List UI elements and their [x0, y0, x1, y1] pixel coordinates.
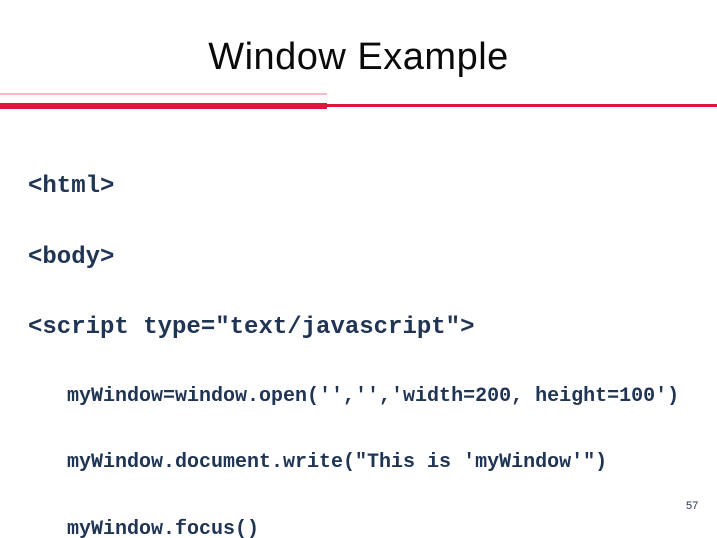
code-block: <html> <body> <script type="text/javascr… — [28, 134, 717, 538]
divider-highlight-line — [0, 93, 327, 95]
code-line-window-focus: myWindow.focus() — [67, 517, 260, 538]
code-line-html-open: <html> — [28, 173, 115, 200]
code-line-window-open: myWindow=window.open('','','width=200, h… — [67, 384, 680, 408]
page-number: 57 — [686, 500, 699, 512]
divider-thick-segment — [0, 103, 327, 109]
code-line-document-write: myWindow.document.write("This is 'myWind… — [67, 451, 608, 474]
divider-thin-segment — [327, 104, 717, 107]
code-line-script-open: <script type="text/javascript"> — [28, 314, 475, 341]
code-line-body-open: <body> — [28, 243, 115, 271]
slide-title: Window Example — [208, 36, 509, 78]
